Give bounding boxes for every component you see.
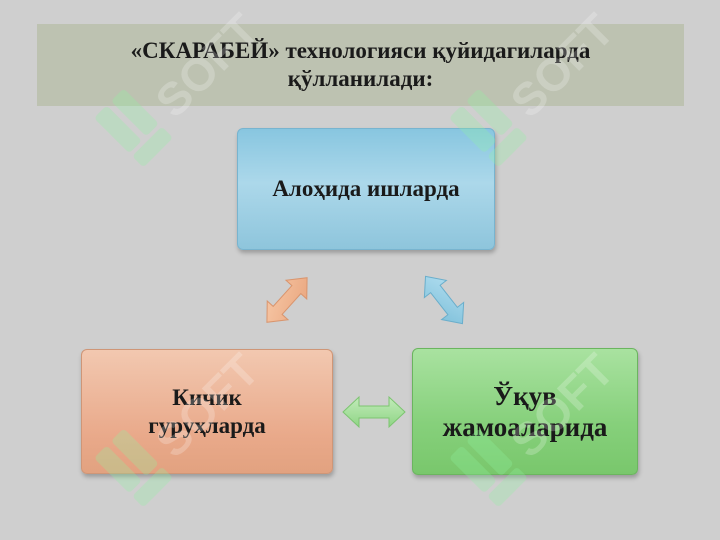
node-separate-works-label: Алоҳида ишларда [272, 176, 460, 201]
node-study-teams-line-1: Ўқув [493, 380, 557, 411]
arrow-top-right [423, 275, 465, 325]
node-study-teams-line-2: жамоаларида [442, 411, 608, 442]
node-separate-works: Алоҳида ишларда [237, 128, 495, 250]
node-small-groups-line-1: Кичик [172, 384, 242, 410]
node-small-groups-line-2: гуруҳларда [148, 412, 266, 438]
title-line-1: «СКАРАБЕЙ» технологияси қуйидагиларда [130, 38, 591, 63]
title-bar: «СКАРАБЕЙ» технологияси қуйидагиларда қў… [37, 24, 684, 106]
title-line-2: қўлланилади: [287, 66, 434, 91]
arrow-left-right [342, 395, 406, 429]
arrow-left-top [266, 277, 308, 323]
node-small-groups: Кичик гуруҳларда [81, 349, 333, 474]
node-study-teams: Ўқув жамоаларида [412, 348, 638, 475]
